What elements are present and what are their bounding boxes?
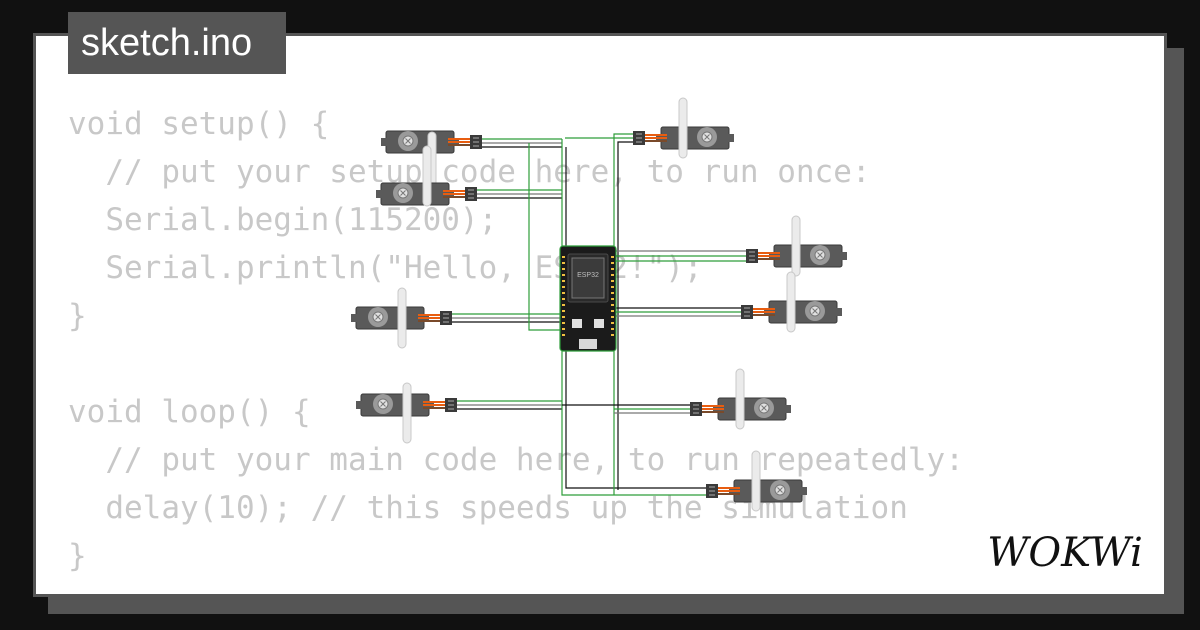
code-line: Serial.begin(115200); (68, 202, 498, 238)
esp32-board[interactable]: ESP32 (559, 245, 617, 352)
wires (448, 133, 754, 496)
servo-motor[interactable] (355, 382, 458, 444)
file-tab[interactable]: sketch.ino (68, 12, 286, 74)
code-line: // put your main code here, to run repea… (68, 442, 964, 478)
esp32-chip-label: ESP32 (577, 272, 599, 279)
servo-motor[interactable] (689, 368, 792, 430)
wire-left-bus (528, 143, 562, 331)
code-line: // put your setup code here, to run once… (68, 154, 871, 190)
wire-right-1 (613, 133, 641, 495)
servo-motor[interactable] (632, 97, 735, 159)
wokwi-logo-text: WOKWi (987, 530, 1143, 576)
servo-motor[interactable] (350, 287, 453, 349)
code-line: } (68, 298, 87, 334)
code-line: void setup() { (68, 106, 330, 142)
code-line: } (68, 538, 87, 574)
servo-motor[interactable] (705, 450, 808, 512)
code-editor: void setup() { // put your setup code he… (68, 100, 964, 580)
servo-motor[interactable] (745, 215, 848, 277)
wokwi-logo: WOKWi (987, 530, 1143, 576)
servo-motor[interactable] (375, 145, 478, 207)
servo-motor[interactable] (740, 271, 843, 333)
code-line: void loop() { (68, 394, 311, 430)
